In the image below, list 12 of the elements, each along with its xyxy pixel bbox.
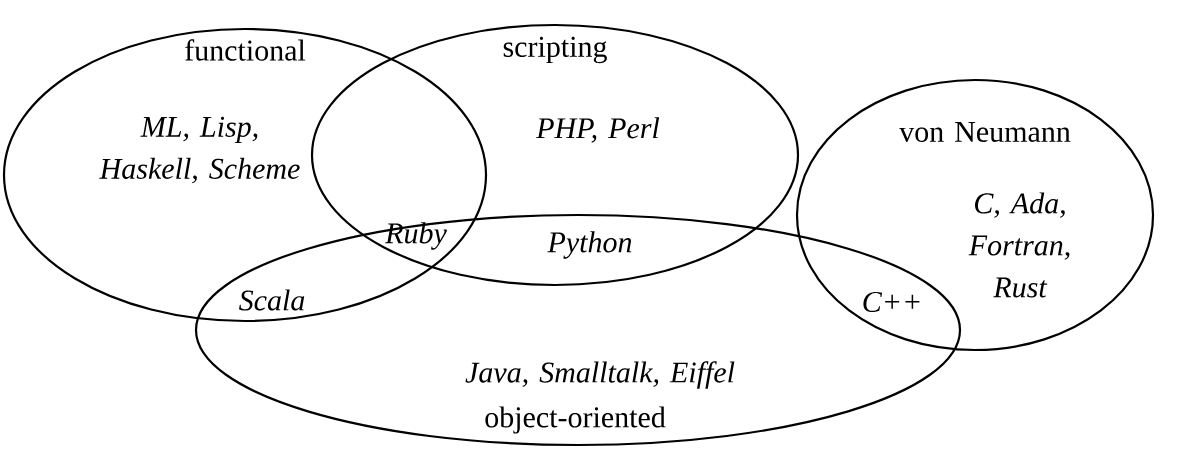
language-name: C++: [863, 291, 920, 313]
language-name: Python: [547, 231, 632, 259]
language-list: ML, Lisp, Haskell, Scheme: [99, 116, 300, 184]
language-name: Ruby: [385, 222, 447, 250]
language-list: PHP, Perl: [536, 117, 660, 143]
set-label: von Neumann: [899, 122, 1071, 142]
language-list: C, Ada, Fortran, Rust: [968, 192, 1070, 298]
language-name: Scala: [239, 289, 305, 311]
set-label: scripting: [503, 36, 607, 64]
set-label: functional: [185, 39, 306, 61]
language-list: Java, Smalltalk, Eiffel: [465, 361, 735, 389]
set-label: object-oriented: [485, 406, 666, 434]
